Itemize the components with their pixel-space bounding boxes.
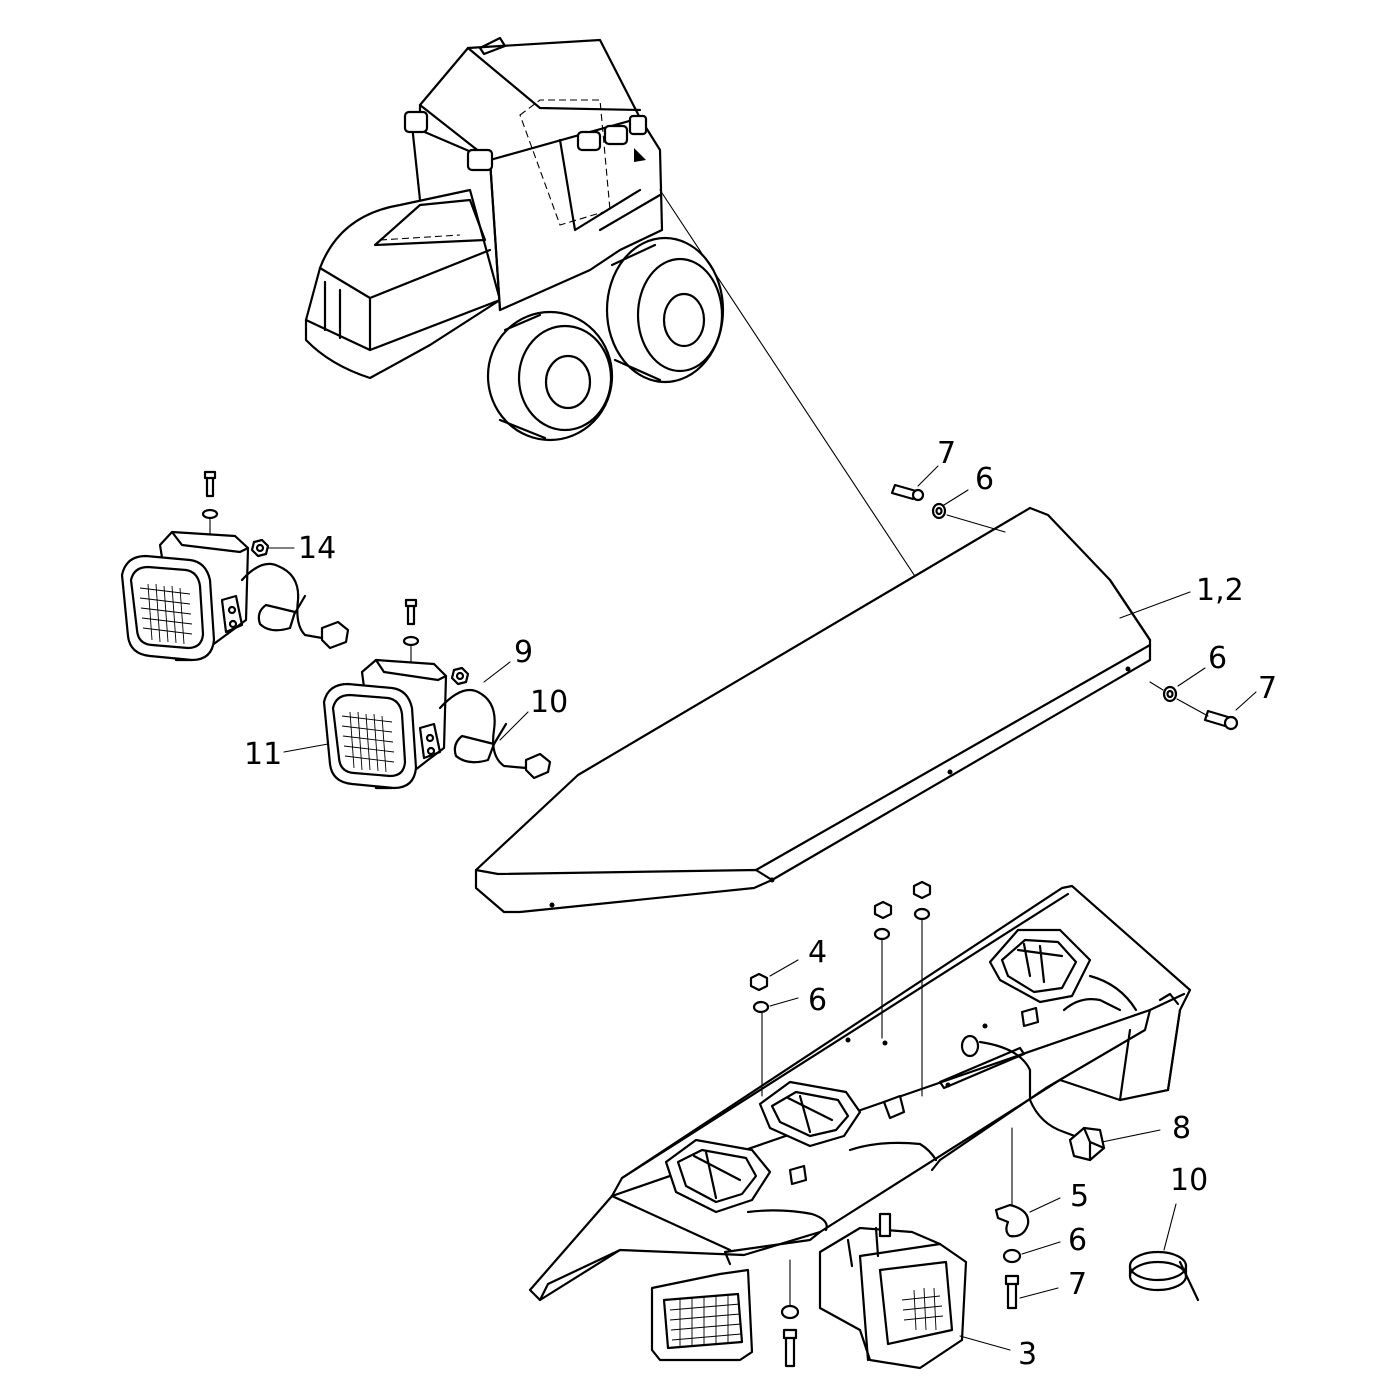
callout-labels: 7 6 1,2 6 7 14 9 10 11 4 6 8 5 10 6 7 3 xyxy=(244,436,1277,1372)
callout-6-mid: 6 xyxy=(808,983,827,1018)
callout-7-bottom: 7 xyxy=(1068,1267,1087,1302)
washer-part-6-bottom xyxy=(1002,1248,1022,1264)
washer-part-6-top xyxy=(931,502,947,520)
callout-leader-lines xyxy=(267,465,1257,1351)
callout-8: 8 xyxy=(1172,1111,1191,1146)
roof-panel-part-1-2 xyxy=(474,506,1152,914)
callout-1-2: 1,2 xyxy=(1196,573,1244,608)
callout-3: 3 xyxy=(1018,1337,1037,1372)
bolt-part-7-top xyxy=(890,483,925,502)
bolt-part-7-right xyxy=(1203,709,1239,731)
clamp-part-5 xyxy=(994,1203,1030,1238)
callout-6-top: 6 xyxy=(975,462,994,497)
callout-11: 11 xyxy=(244,737,282,772)
callout-6-right: 6 xyxy=(1208,641,1227,676)
callout-4: 4 xyxy=(808,935,827,970)
washer-part-6-mid xyxy=(752,1000,770,1014)
callout-10-band: 10 xyxy=(1170,1163,1208,1198)
work-lamp-upper xyxy=(120,470,350,662)
tractor-illustration xyxy=(304,36,725,442)
callout-14: 14 xyxy=(298,531,336,566)
callout-5: 5 xyxy=(1070,1179,1089,1214)
callout-6-bottom: 6 xyxy=(1068,1223,1087,1258)
callout-10-lamp: 10 xyxy=(530,685,568,720)
callout-7-top: 7 xyxy=(937,436,956,471)
location-leader-line xyxy=(659,189,929,597)
bolt-part-7-bottom xyxy=(1004,1274,1020,1310)
work-lamp-lower xyxy=(322,598,552,790)
lower-lamp-mounting-assembly xyxy=(528,880,1192,1370)
callout-9: 9 xyxy=(514,635,533,670)
cable-band-part-10 xyxy=(1128,1250,1200,1302)
nut-part-4 xyxy=(749,972,769,992)
washer-part-6-right xyxy=(1162,685,1178,703)
callout-7-right: 7 xyxy=(1258,671,1277,706)
